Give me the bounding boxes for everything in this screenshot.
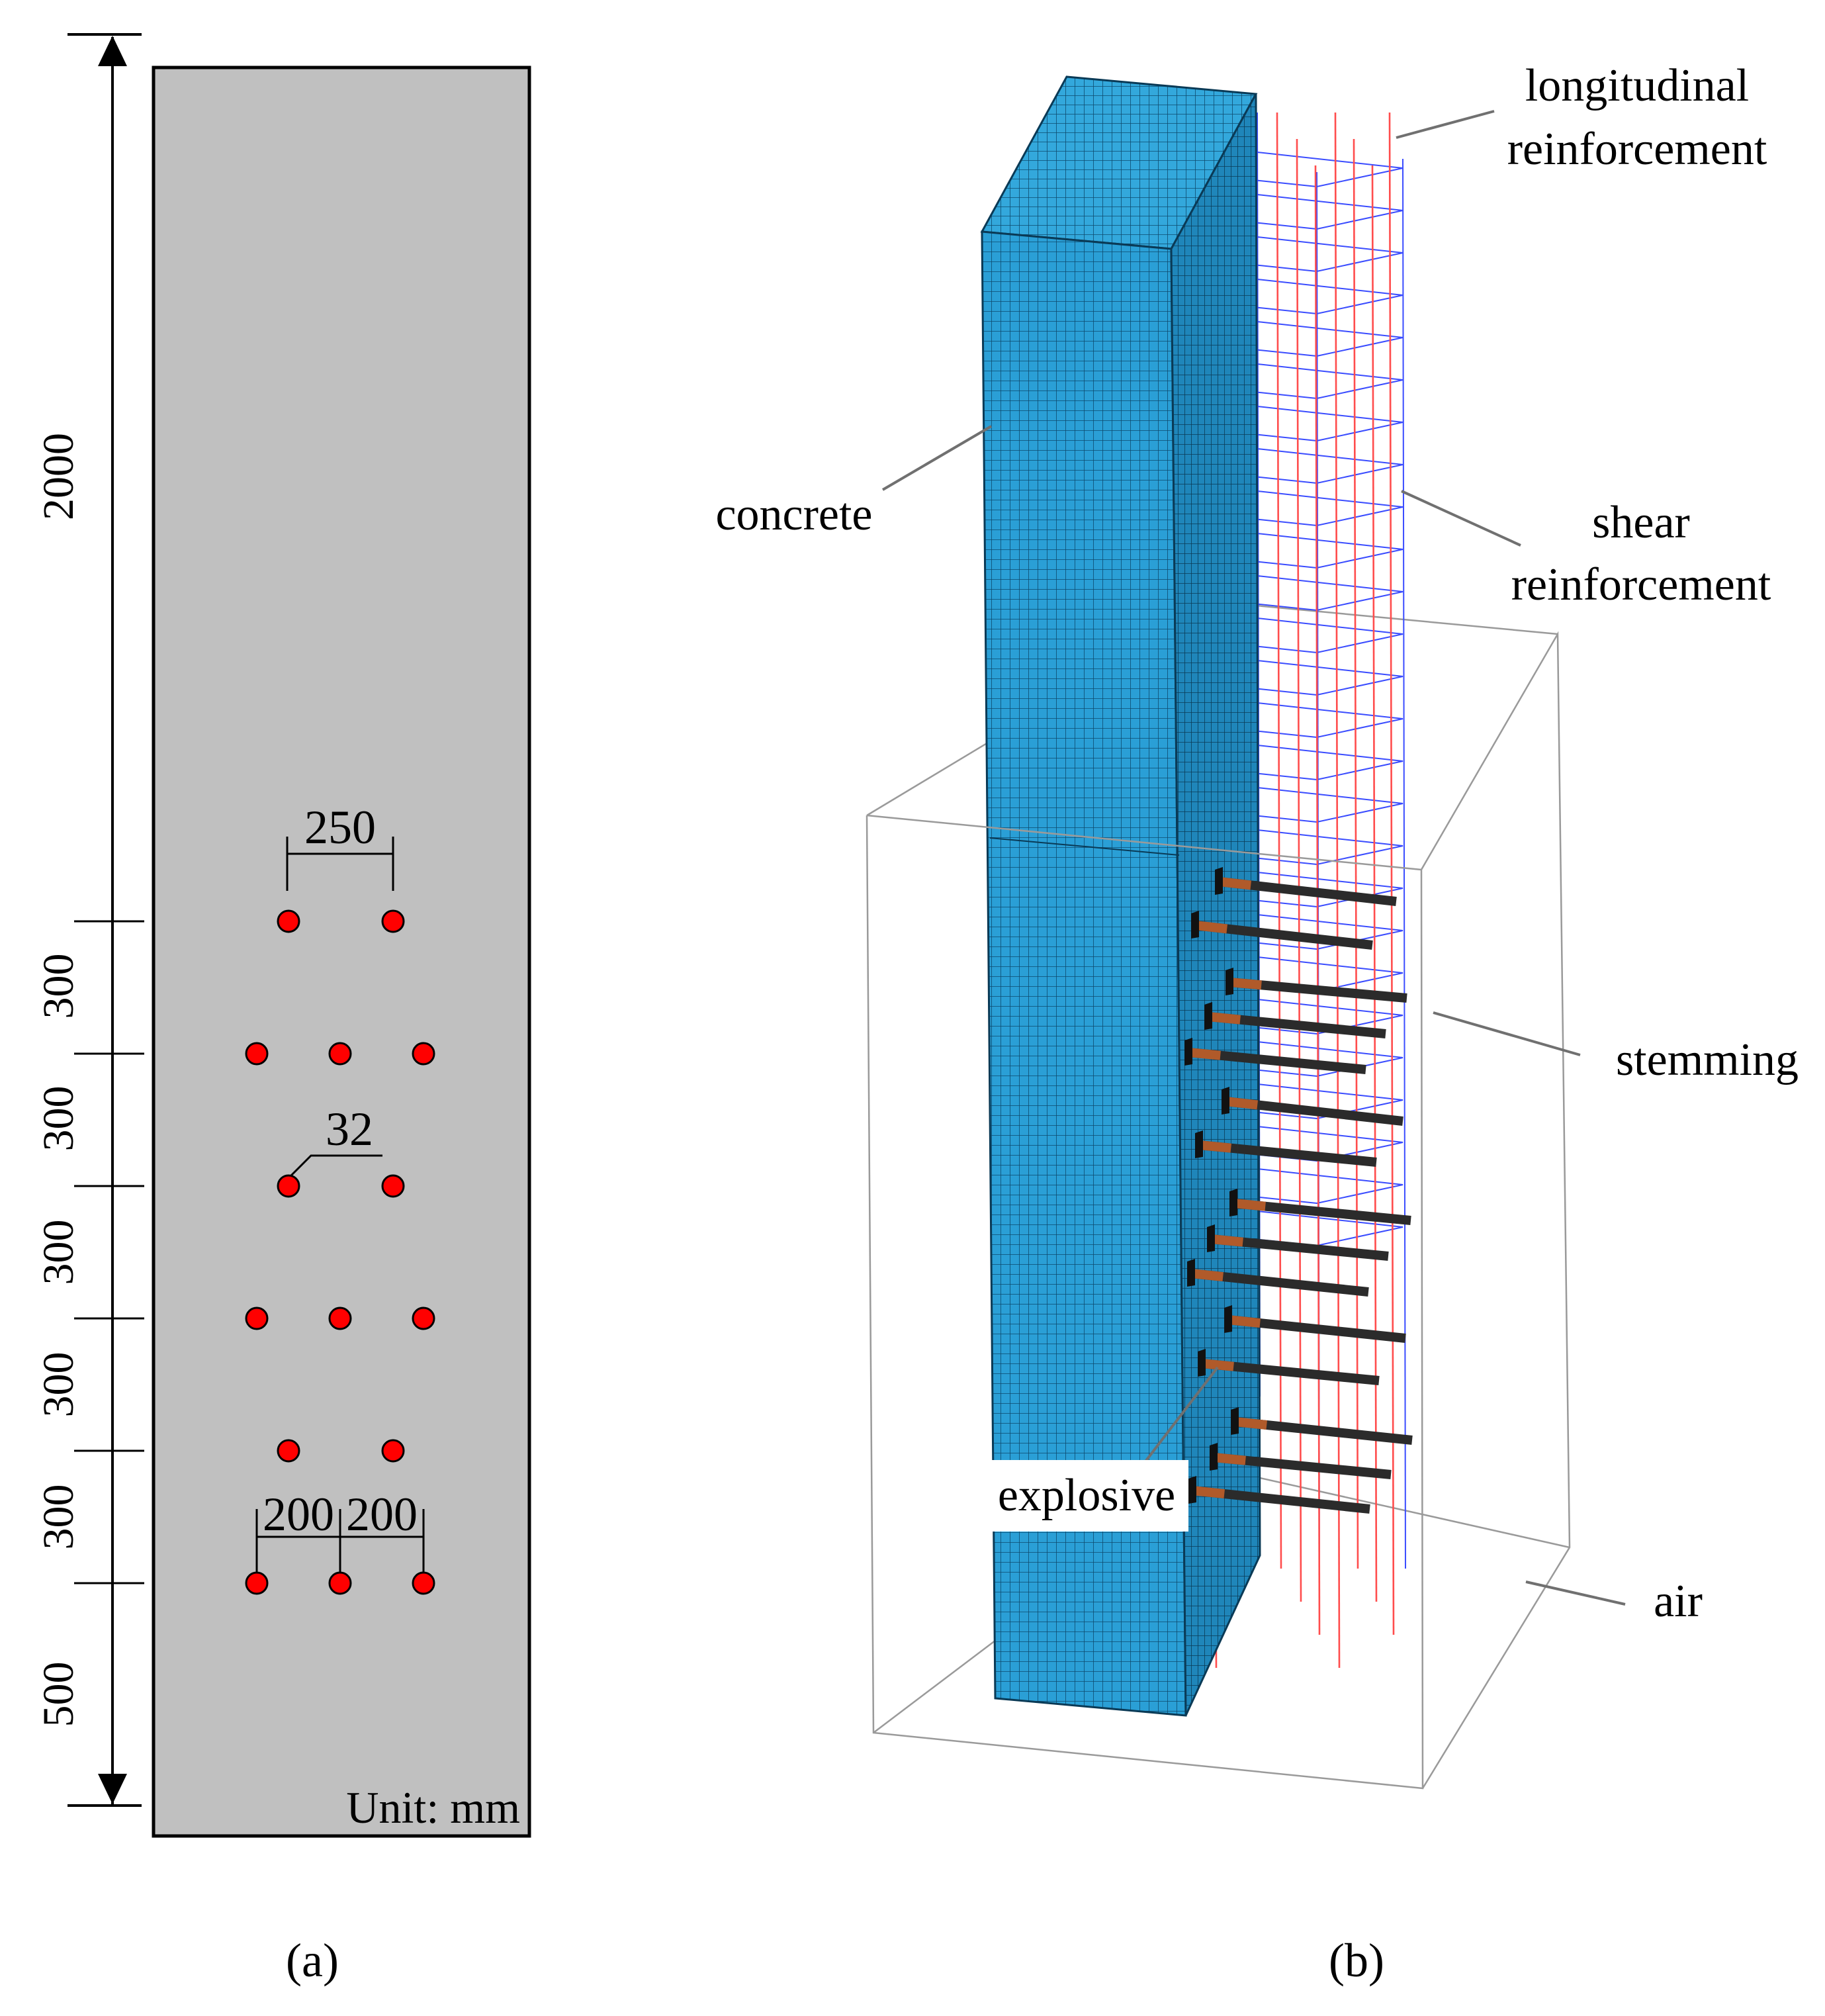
charge-rod xyxy=(1207,1224,1389,1261)
panel-a-column-section: 2000 300 300 300 300 300 500 250 32 200 … xyxy=(34,33,531,1987)
borehole-pattern xyxy=(245,909,435,1595)
borehole xyxy=(381,909,405,933)
borehole xyxy=(328,1306,352,1330)
panel-b-fe-model: longitudinal reinforcement concrete shea… xyxy=(715,60,1799,1987)
dim-triple-right-label: 200 xyxy=(346,1488,418,1541)
longitudinal-bar xyxy=(1276,112,1282,1569)
dim-bottom-label: 500 xyxy=(34,1662,83,1727)
borehole xyxy=(245,1306,269,1330)
dim-row-label-2: 300 xyxy=(34,1086,83,1152)
unit-label: Unit: mm xyxy=(346,1782,520,1833)
dim-pair-spacing-label: 250 xyxy=(304,801,376,854)
charge-rod xyxy=(1184,1038,1366,1074)
caption-b: (b) xyxy=(1329,1934,1384,1987)
charge-rod xyxy=(1222,1087,1403,1126)
label-explosive: explosive xyxy=(998,1470,1175,1521)
cage-edge xyxy=(1402,158,1406,1569)
charge-rod xyxy=(1210,1443,1392,1479)
label-air: air xyxy=(1654,1576,1703,1627)
dim-row-label-5: 300 xyxy=(34,1485,83,1550)
label-stemming: stemming xyxy=(1616,1034,1799,1085)
borehole xyxy=(381,1174,405,1198)
longitudinal-bar xyxy=(1314,165,1321,1635)
charge-rod xyxy=(1224,1305,1406,1343)
triple-spacing-dimension: 200 200 xyxy=(255,1488,425,1575)
charge-rod xyxy=(1188,1476,1370,1514)
dim-row-label-4: 300 xyxy=(34,1352,83,1418)
borehole xyxy=(245,1571,269,1595)
borehole-charges xyxy=(1184,867,1413,1514)
dim-row-label-1: 300 xyxy=(34,954,83,1019)
borehole xyxy=(381,1439,405,1463)
column-side-face xyxy=(1170,93,1261,1716)
charge-rod xyxy=(1215,867,1397,906)
charge-rod xyxy=(1198,1349,1380,1385)
label-shear-line1: shear xyxy=(1592,497,1690,548)
borehole xyxy=(328,1571,352,1595)
charge-rod xyxy=(1204,1002,1386,1038)
dim-hole-diameter-label: 32 xyxy=(326,1103,373,1156)
charge-rod xyxy=(1187,1259,1369,1297)
borehole xyxy=(277,1439,300,1463)
borehole xyxy=(277,1174,300,1198)
label-concrete: concrete xyxy=(715,489,872,540)
longitudinal-bar xyxy=(1371,165,1378,1602)
charge-rod xyxy=(1225,968,1407,1003)
leader-lines xyxy=(881,110,1626,1606)
hole-diameter-dimension: 32 xyxy=(287,1103,382,1179)
column-outline xyxy=(152,66,531,1838)
dim-triple-left-label: 200 xyxy=(263,1488,334,1541)
dim-total-label: 2000 xyxy=(34,433,83,520)
concrete-column xyxy=(980,75,1261,1717)
charge-rod xyxy=(1191,911,1373,950)
borehole xyxy=(245,1042,269,1066)
label-longitudinal-line1: longitudinal xyxy=(1525,60,1749,111)
label-longitudinal-line2: reinforcement xyxy=(1507,124,1767,175)
borehole xyxy=(412,1042,435,1066)
charge-rod xyxy=(1195,1130,1377,1167)
caption-a: (a) xyxy=(286,1934,339,1987)
longitudinal-bar xyxy=(1388,112,1395,1635)
dim-row-label-3: 300 xyxy=(34,1220,83,1285)
label-shear-line2: reinforcement xyxy=(1511,559,1771,610)
charge-rod xyxy=(1231,1407,1413,1445)
longitudinal-bar xyxy=(1296,138,1302,1602)
borehole xyxy=(412,1306,435,1330)
borehole xyxy=(412,1571,435,1595)
air-domain-box-front xyxy=(866,631,1571,1790)
longitudinal-bar xyxy=(1353,138,1359,1569)
borehole xyxy=(277,909,300,933)
explosive-label-background xyxy=(985,1460,1188,1532)
pair-spacing-dimension: 250 xyxy=(286,801,394,891)
charge-rod xyxy=(1229,1189,1411,1225)
arrow-up-icon xyxy=(98,36,127,66)
borehole xyxy=(328,1042,352,1066)
arrow-down-icon xyxy=(98,1774,127,1804)
